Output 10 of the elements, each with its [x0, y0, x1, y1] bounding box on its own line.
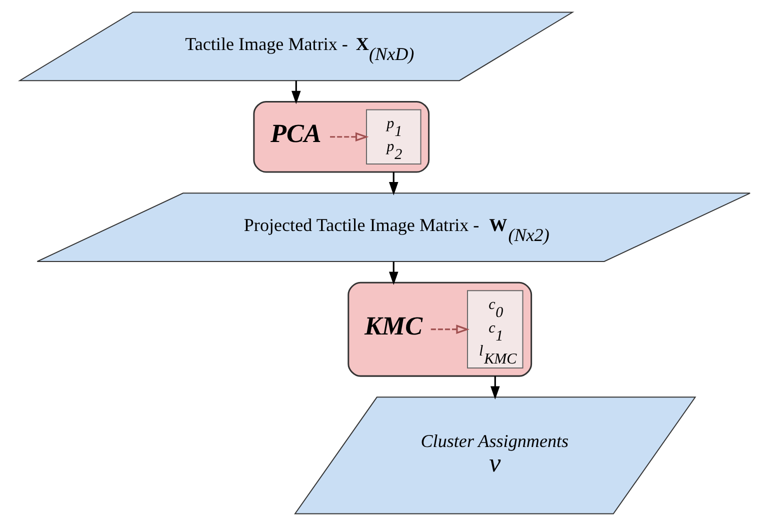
node-text: KMC: [364, 312, 422, 341]
arrow: [388, 172, 398, 196]
arrow: [430, 324, 469, 334]
arrow: [388, 262, 398, 286]
arrow: [291, 80, 300, 104]
node-text: PCA: [270, 119, 321, 148]
arrow: [490, 376, 500, 400]
cluster: [347, 282, 532, 377]
arrow: [330, 132, 368, 142]
cluster: [252, 100, 430, 173]
